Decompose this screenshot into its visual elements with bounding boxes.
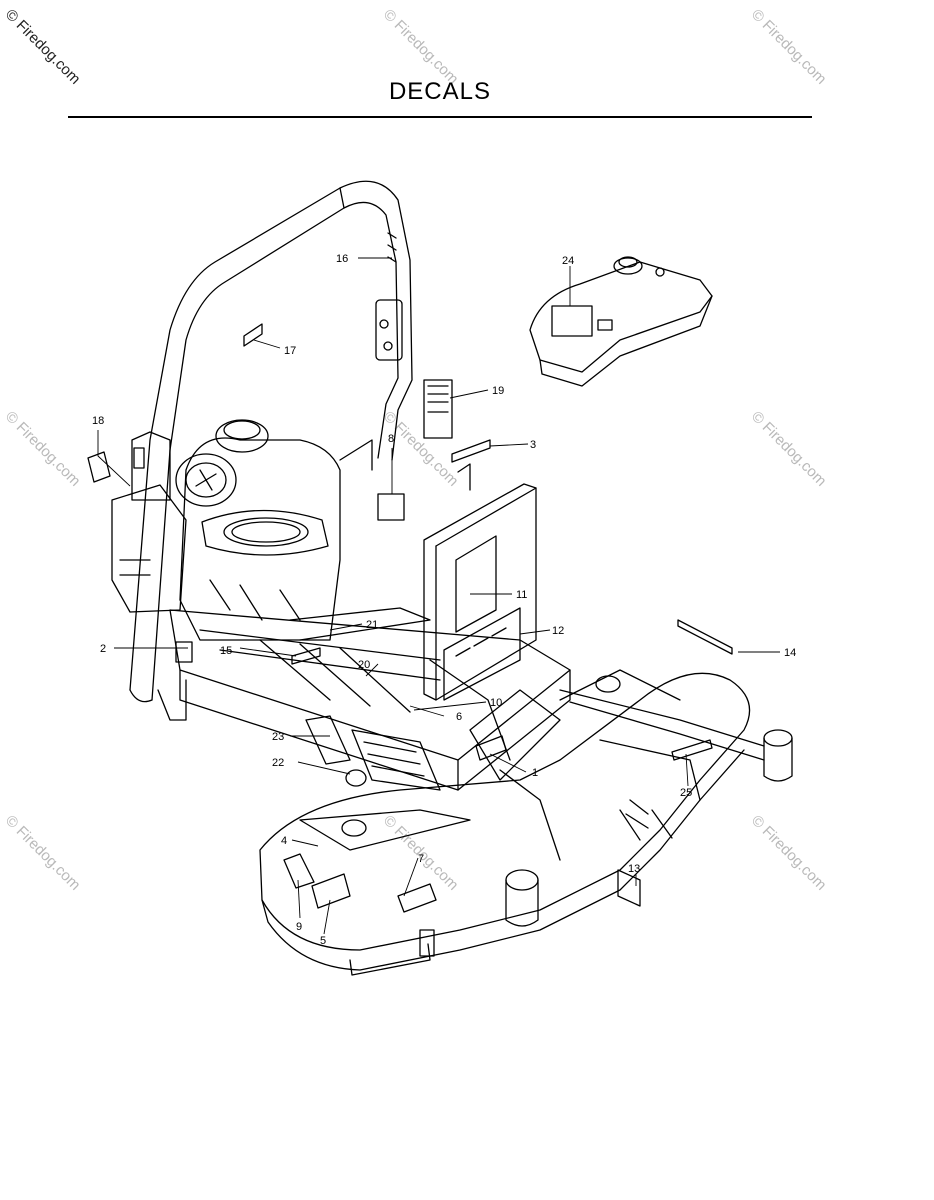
seat-plate xyxy=(423,463,537,701)
callout-12: 12 xyxy=(552,625,564,637)
callout-2: 2 xyxy=(100,643,106,655)
callout-19: 19 xyxy=(492,385,504,397)
page-title: DECALS xyxy=(388,78,492,105)
callout-8: 8 xyxy=(388,433,394,445)
callout-4: 4 xyxy=(281,835,287,847)
callout-14: 14 xyxy=(784,647,796,659)
callout-23: 23 xyxy=(272,731,284,743)
engine xyxy=(111,419,373,641)
callout-18: 18 xyxy=(92,415,104,427)
title-rule xyxy=(68,116,812,118)
callout-3: 3 xyxy=(530,439,536,451)
callout-5: 5 xyxy=(320,935,326,947)
callout-25: 25 xyxy=(680,787,692,799)
fuel-tank xyxy=(529,256,713,387)
leader-lines xyxy=(97,257,780,935)
callout-24: 24 xyxy=(562,255,574,267)
callout-16: 16 xyxy=(336,253,348,265)
decal-shapes xyxy=(87,323,733,913)
callout-21: 21 xyxy=(366,619,378,631)
chassis-frame xyxy=(157,607,571,861)
callout-11: 11 xyxy=(516,589,527,601)
callout-1: 1 xyxy=(532,767,538,779)
callout-22: 22 xyxy=(272,757,284,769)
callout-6: 6 xyxy=(456,711,462,723)
callout-numbers: 1 2 3 4 5 6 7 8 9 10 11 12 13 14 15 16 1… xyxy=(92,253,796,947)
callout-10: 10 xyxy=(490,697,502,709)
callout-15: 15 xyxy=(220,645,232,657)
callout-20: 20 xyxy=(358,659,370,671)
roll-bar xyxy=(129,180,413,703)
callout-17: 17 xyxy=(284,345,296,357)
callout-7: 7 xyxy=(418,853,424,865)
callout-9: 9 xyxy=(296,921,302,933)
callout-13: 13 xyxy=(628,863,640,875)
mower-deck xyxy=(259,669,793,976)
